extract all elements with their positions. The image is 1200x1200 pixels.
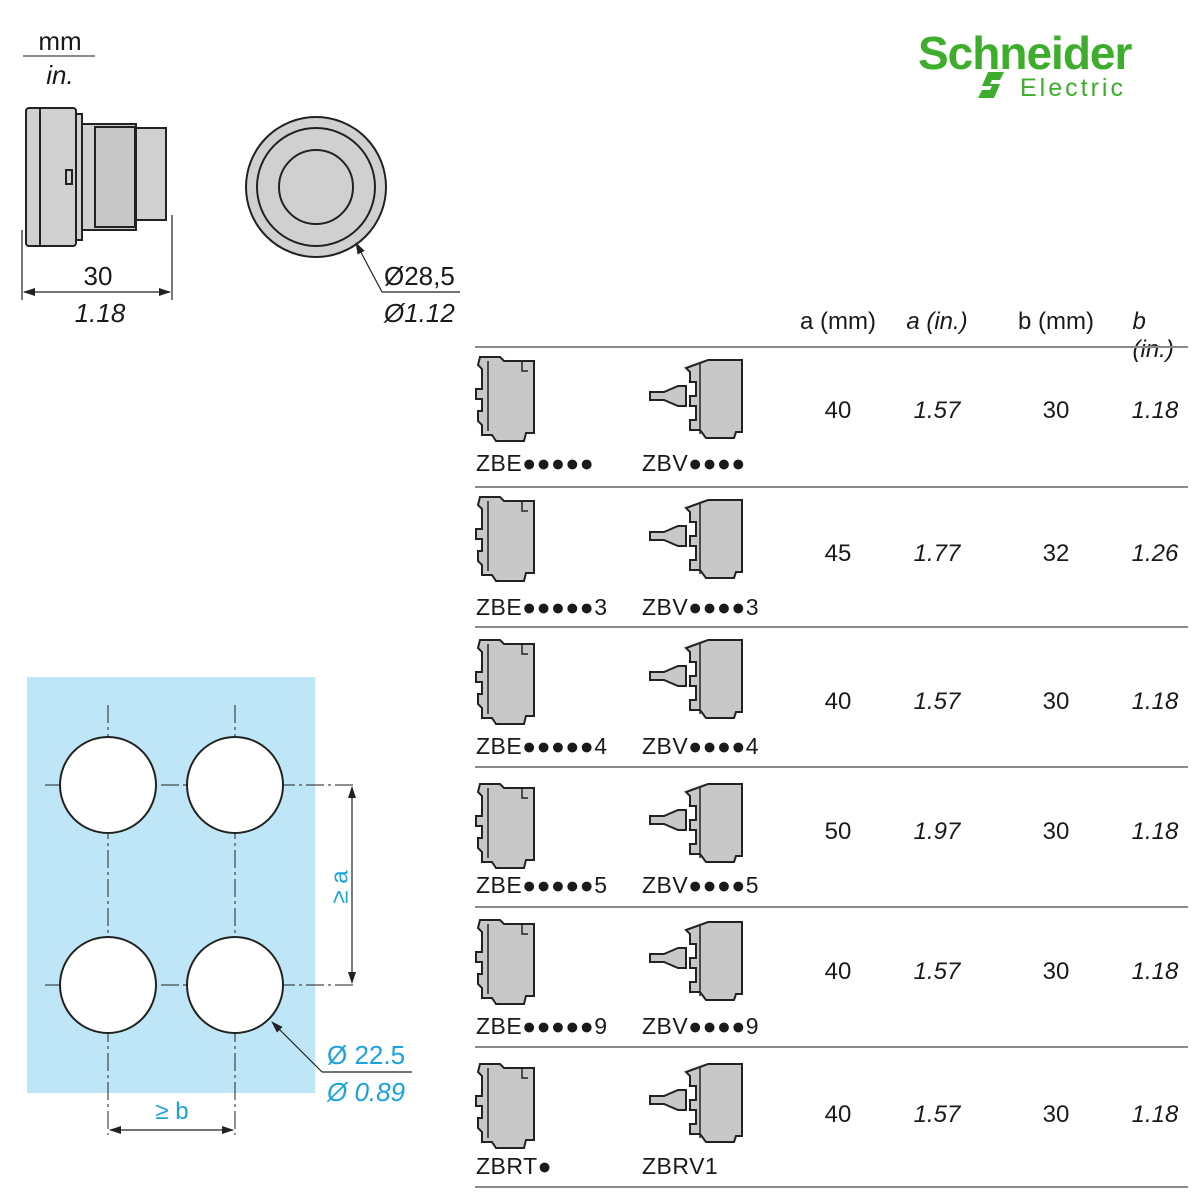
- code-zbe: ZBE●●●●●5: [476, 872, 608, 898]
- label-a: ≥ a: [326, 870, 354, 904]
- label-b: ≥ b: [155, 1098, 189, 1125]
- a-mm: 40: [824, 397, 852, 424]
- a-in: 1.77: [913, 540, 961, 567]
- mounting-dimensions: [109, 786, 412, 1134]
- front-dia-in: Ø1.12: [384, 298, 455, 328]
- a-in: 1.97: [913, 818, 961, 845]
- header-a-in: a (in.): [906, 308, 968, 335]
- code-zbv: ZBV●●●●9: [642, 1013, 760, 1039]
- b-in: 1.18: [1131, 397, 1179, 424]
- b-in: 1.18: [1131, 818, 1179, 845]
- side-view-drawing: [25, 107, 167, 247]
- front-view-leader: [355, 242, 460, 293]
- b-mm: 30: [1042, 688, 1070, 715]
- side-dim-mm: 30: [83, 261, 113, 291]
- row-divider: [475, 486, 1188, 488]
- units-in: in.: [46, 60, 74, 90]
- side-view-dimension: [21, 215, 173, 300]
- row-divider: [475, 346, 1188, 348]
- row-divider: [475, 1186, 1188, 1188]
- a-in: 1.57: [913, 958, 961, 985]
- a-mm: 40: [824, 958, 852, 985]
- b-mm: 30: [1042, 818, 1070, 845]
- b-mm: 30: [1042, 1101, 1070, 1128]
- row-divider: [475, 626, 1188, 628]
- header-b-mm: b (mm): [1018, 308, 1094, 335]
- b-in: 1.26: [1131, 540, 1179, 567]
- code-zbv: ZBV●●●●: [642, 450, 746, 476]
- a-mm: 45: [824, 540, 852, 567]
- header-b-in: b (in.): [1132, 308, 1174, 363]
- b-in: 1.18: [1131, 1101, 1179, 1128]
- a-in: 1.57: [913, 1101, 961, 1128]
- front-view-drawing: [245, 116, 387, 258]
- a-mm: 50: [824, 818, 852, 845]
- code-zbrv: ZBRV1: [642, 1153, 719, 1179]
- schneider-logo-icon: [978, 72, 1004, 98]
- b-mm: 30: [1042, 397, 1070, 424]
- front-dia-mm: Ø28,5: [384, 261, 455, 291]
- a-mm: 40: [824, 688, 852, 715]
- b-mm: 32: [1042, 540, 1070, 567]
- hole-dia-in: Ø 0.89: [327, 1077, 406, 1107]
- code-zbe: ZBE●●●●●: [476, 450, 595, 476]
- row-divider: [475, 766, 1188, 768]
- code-zbe: ZBE●●●●●9: [476, 1013, 608, 1039]
- mounting-panel: [27, 677, 315, 1093]
- row-divider: [475, 906, 1188, 908]
- a-in: 1.57: [913, 397, 961, 424]
- hole-dia-mm: Ø 22.5: [327, 1040, 406, 1070]
- row-divider: [475, 1046, 1188, 1048]
- b-mm: 30: [1042, 958, 1070, 985]
- code-zbe: ZBE●●●●●4: [476, 733, 608, 759]
- code-zbv: ZBV●●●●4: [642, 733, 760, 759]
- a-mm: 40: [824, 1101, 852, 1128]
- b-in: 1.18: [1131, 958, 1179, 985]
- logo-schneider: Schneider: [918, 27, 1132, 79]
- side-dim-in: 1.18: [74, 298, 126, 328]
- code-zbv: ZBV●●●●5: [642, 872, 760, 898]
- a-in: 1.57: [913, 688, 961, 715]
- code-zbrt: ZBRT●: [476, 1153, 553, 1179]
- logo-electric: Electric: [1020, 74, 1126, 102]
- b-in: 1.18: [1131, 688, 1179, 715]
- mounting-holes: [59, 736, 284, 1034]
- code-zbe: ZBE●●●●●3: [476, 594, 608, 620]
- code-zbv: ZBV●●●●3: [642, 594, 760, 620]
- units-mm: mm: [38, 26, 82, 56]
- header-a-mm: a (mm): [800, 308, 876, 335]
